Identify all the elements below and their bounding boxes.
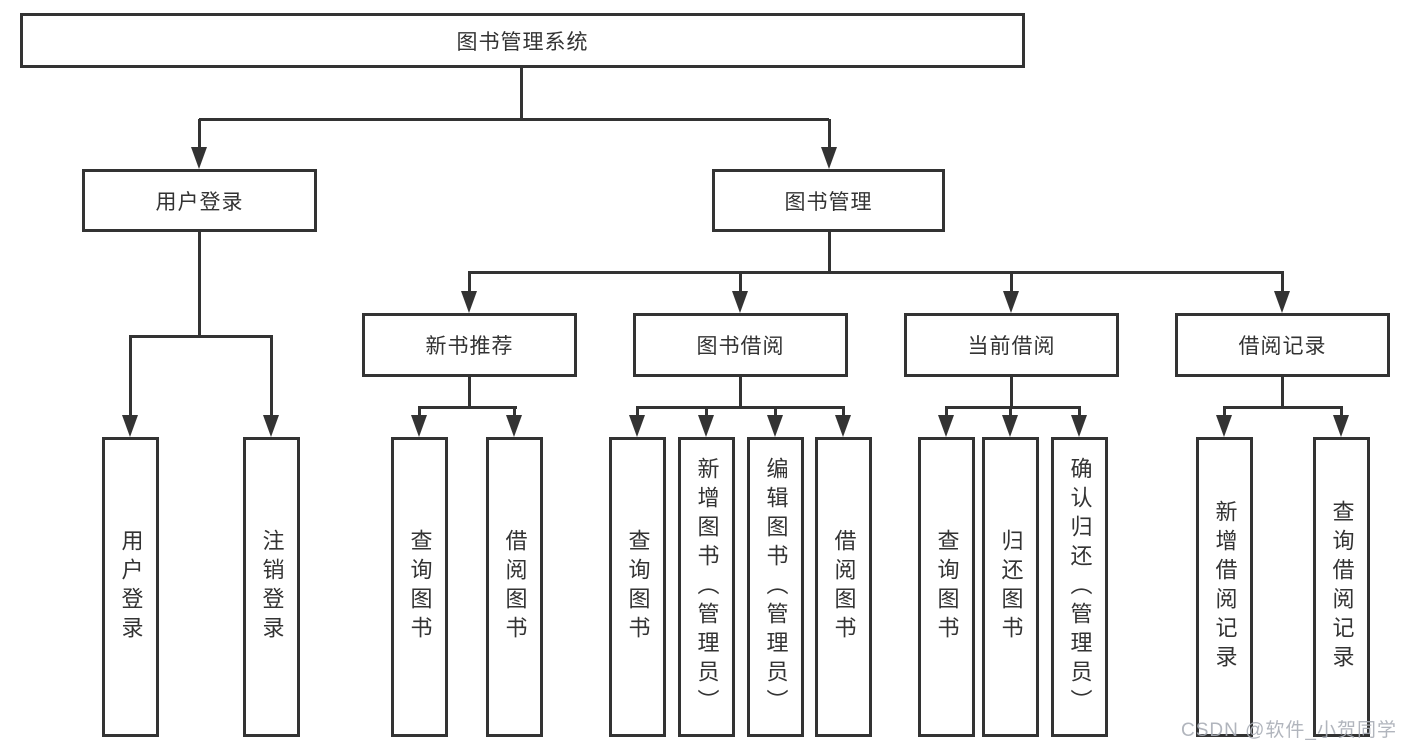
connector-user-login-stem [198,232,201,336]
leaf-confirm-return-admin-label: 确认归还（管理员） [1067,456,1093,718]
connector-current-borrow-branch [945,406,1081,409]
leaf-user-login: 用户登录 [102,437,159,737]
arrow-down-icon [1071,415,1087,437]
connector-to-new-book-rec [468,272,471,293]
connector-borrow-records-branch [1223,406,1343,409]
node-user-login-label: 用户登录 [155,190,244,214]
leaf-edit-books-admin-label: 编辑图书（管理员） [763,456,789,718]
leaf-borrow-books: 借阅图书 [815,437,872,737]
leaf-recommend-query-books-label: 查询图书 [407,529,433,645]
connector-leaf-stem [1009,407,1012,417]
connector-leaf-stem [945,407,948,417]
arrow-down-icon [1274,291,1290,313]
leaf-query-borrow-record-label: 查询借阅记录 [1329,500,1355,674]
connector-to-book-mgmt [828,119,831,149]
arrow-down-icon [461,291,477,313]
leaf-logout-label: 注销登录 [259,529,285,645]
arrow-down-icon [938,415,954,437]
connector-new-book-rec-branch [418,406,517,409]
arrow-down-icon [698,415,714,437]
arrow-down-icon [1002,415,1018,437]
connector-book-borrow-branch [636,406,845,409]
leaf-current-query-books: 查询图书 [918,437,975,737]
leaf-confirm-return-admin: 确认归还（管理员） [1051,437,1108,737]
arrow-down-icon [411,415,427,437]
connector-leaf-stem [513,407,516,417]
node-book-management: 图书管理 [712,169,945,232]
connector-to-user-login [198,119,201,149]
leaf-borrow-query-books: 查询图书 [609,437,666,737]
leaf-add-books-admin: 新增图书（管理员） [678,437,735,737]
leaf-recommend-borrow-books-label: 借阅图书 [502,529,528,645]
node-book-management-label: 图书管理 [784,190,873,214]
connector-borrow-records-stem [1281,377,1284,408]
connector-level2-branch [199,118,829,121]
connector-to-leaf-user-login [129,336,132,417]
arrow-down-icon [821,147,837,169]
connector-level3-branch [468,271,1284,274]
connector-new-book-rec-stem [468,377,471,408]
node-user-login: 用户登录 [82,169,317,232]
connector-leaf-stem [1223,407,1226,417]
node-new-book-recommend-label: 新书推荐 [425,335,514,358]
connector-leaf-stem [842,407,845,417]
leaf-add-books-admin-label: 新增图书（管理员） [694,456,720,718]
node-new-book-recommend: 新书推荐 [362,313,577,377]
arrow-down-icon [506,415,522,437]
arrow-down-icon [1216,415,1232,437]
connector-book-borrow-stem [739,377,742,408]
connector-leaf-stem [1078,407,1081,417]
arrow-down-icon [629,415,645,437]
leaf-borrow-books-label: 借阅图书 [831,529,857,645]
leaf-query-borrow-record: 查询借阅记录 [1313,437,1370,737]
arrow-down-icon [263,415,279,437]
arrow-down-icon [191,147,207,169]
arrow-down-icon [1333,415,1349,437]
leaf-recommend-borrow-books: 借阅图书 [486,437,543,737]
arrow-down-icon [732,291,748,313]
connector-leaf-stem [705,407,708,417]
leaf-return-books: 归还图书 [982,437,1039,737]
connector-to-book-borrow [739,272,742,293]
connector-to-current-borrow [1010,272,1013,293]
connector-book-mgmt-stem [828,232,831,272]
node-root: 图书管理系统 [20,13,1025,68]
arrow-down-icon [835,415,851,437]
leaf-borrow-query-books-label: 查询图书 [625,529,651,645]
csdn-watermark: CSDN @软件_小贺同学 [1181,720,1397,741]
arrow-down-icon [122,415,138,437]
connector-root-stem [520,68,523,119]
leaf-current-query-books-label: 查询图书 [934,529,960,645]
leaf-return-books-label: 归还图书 [998,529,1024,645]
connector-leaf-stem [636,407,639,417]
arrow-down-icon [1003,291,1019,313]
node-current-borrow: 当前借阅 [904,313,1119,377]
connector-leaf-stem [774,407,777,417]
leaf-edit-books-admin: 编辑图书（管理员） [747,437,804,737]
connector-leaf-stem [1340,407,1343,417]
connector-user-login-branch [129,335,273,338]
connector-to-borrow-records [1281,272,1284,293]
arrow-down-icon [767,415,783,437]
leaf-add-borrow-record-label: 新增借阅记录 [1212,500,1238,674]
leaf-logout: 注销登录 [243,437,300,737]
node-root-label: 图书管理系统 [456,30,589,54]
leaf-add-borrow-record: 新增借阅记录 [1196,437,1253,737]
node-borrow-records: 借阅记录 [1175,313,1390,377]
connector-current-borrow-stem [1010,377,1013,408]
connector-leaf-stem [418,407,421,417]
leaf-recommend-query-books: 查询图书 [391,437,448,737]
node-borrow-records-label: 借阅记录 [1238,335,1327,358]
node-current-borrow-label: 当前借阅 [967,335,1056,358]
node-book-borrow: 图书借阅 [633,313,848,377]
leaf-user-login-label: 用户登录 [118,529,144,645]
node-book-borrow-label: 图书借阅 [696,335,785,358]
connector-to-leaf-logout [270,336,273,417]
